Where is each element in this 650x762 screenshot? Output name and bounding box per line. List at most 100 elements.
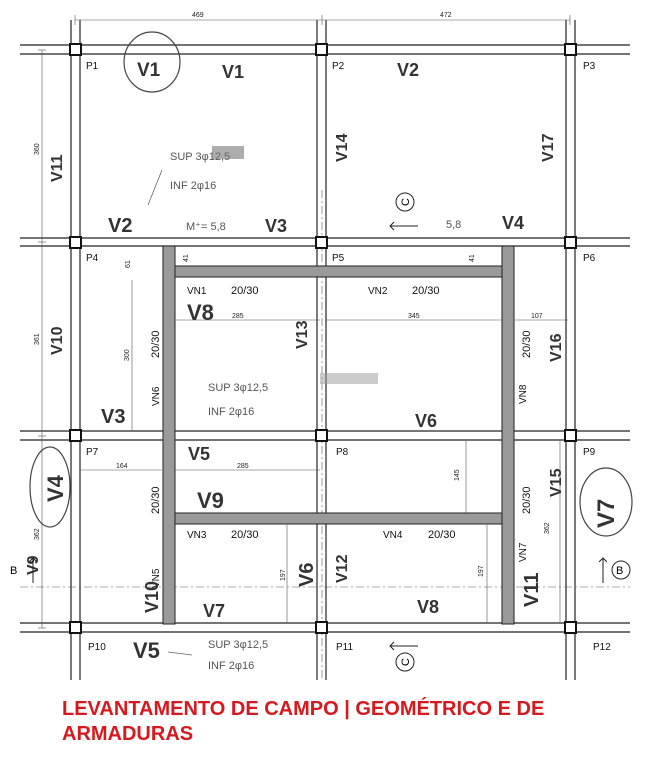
hand-v5: V5 xyxy=(188,444,210,464)
hand-v3: V3 xyxy=(265,216,287,236)
pillar-p4 xyxy=(69,236,82,249)
beam-vn8: VN8 xyxy=(518,384,529,404)
hand-v12: V12 xyxy=(334,554,351,583)
hand-v7: V7 xyxy=(593,499,620,528)
dim-top-right: 472 xyxy=(440,12,452,19)
pillar-p3 xyxy=(564,43,577,56)
dim-285b: 285 xyxy=(237,463,249,470)
pillar-p1 xyxy=(69,43,82,56)
beam-vn5: VN5 xyxy=(151,568,162,588)
scribble xyxy=(212,146,244,159)
pillar-p9 xyxy=(564,429,577,442)
pillar-p12 xyxy=(564,621,577,634)
pillar-p5 xyxy=(315,236,328,249)
dim-61: 61 xyxy=(125,260,132,268)
dim-362-right: 362 xyxy=(544,522,551,534)
rebar-sup: SUP 3φ12,5 xyxy=(208,639,268,651)
rebar-sup: SUP 3φ12,5 xyxy=(208,382,268,394)
hand-v9: V9 xyxy=(197,488,224,513)
hand-v10: V10 xyxy=(49,326,66,355)
circle-mark xyxy=(29,446,71,528)
beam-vn5-section: 20/30 xyxy=(150,486,162,514)
dim-197: 197 xyxy=(478,565,485,577)
pillar-label: P2 xyxy=(332,61,345,72)
rebar-inf: INF 2φ16 xyxy=(170,180,216,192)
hand-v4: V4 xyxy=(502,213,524,233)
beam-vn8-section: 20/30 xyxy=(521,330,533,358)
hand-v11: V11 xyxy=(49,154,66,182)
dim-300: 300 xyxy=(124,349,131,361)
beam-labels: VN1 20/30 VN2 20/30 VN3 20/30 VN4 20/30 … xyxy=(150,285,533,588)
dim-41: 41 xyxy=(469,254,476,262)
moment-note: M⁺= 5,8 xyxy=(186,221,226,233)
caption-title: LEVANTAMENTO DE CAMPO | GEOMÉTRICO E DE … xyxy=(62,698,545,745)
hand-v17: V17 xyxy=(540,133,557,162)
section-letter: C xyxy=(400,658,412,666)
dim-197: 197 xyxy=(280,569,287,581)
pillar-label: P9 xyxy=(583,447,596,458)
dim-107: 107 xyxy=(531,313,543,320)
hand-v3: V3 xyxy=(101,406,125,428)
circle-mark xyxy=(123,31,181,93)
floor-plan: P1 P2 P3 P4 P5 P6 P7 P8 P9 P10 P11 P12 4… xyxy=(10,12,633,680)
rebar-inf: INF 2φ16 xyxy=(208,660,254,672)
hand-v2: V2 xyxy=(108,215,132,237)
beam-vn1: VN1 xyxy=(187,286,207,297)
pillar-label: P1 xyxy=(86,61,99,72)
section-letter: B xyxy=(10,565,17,577)
beam-vn6: VN6 xyxy=(151,386,162,406)
hand-v11: V11 xyxy=(521,573,543,607)
section-mark-letters: C C B B xyxy=(10,198,623,666)
beam-vn4: VN4 xyxy=(383,530,403,541)
pillar-label: P3 xyxy=(583,61,596,72)
pillar-p11 xyxy=(315,621,328,634)
pillar-label: P4 xyxy=(86,253,99,264)
beam-vn2: VN2 xyxy=(368,286,388,297)
dim-left-bot: 362 xyxy=(34,528,41,540)
pillar-p10 xyxy=(69,621,82,634)
section-mark-c-bottom xyxy=(395,652,415,672)
pillar-label: P7 xyxy=(86,447,99,458)
hand-v6: V6 xyxy=(415,411,437,431)
hand-v16: V16 xyxy=(548,333,565,362)
hand-v4: V4 xyxy=(43,474,68,502)
hand-v6: V6 xyxy=(296,563,318,587)
new-beams xyxy=(162,245,515,625)
section-marks xyxy=(28,192,631,672)
pillar-label: P8 xyxy=(336,447,349,458)
pillar-label: P11 xyxy=(336,642,353,653)
pillars xyxy=(69,43,577,634)
section-letter: C xyxy=(400,198,412,206)
beam-vn7: VN7 xyxy=(518,542,529,562)
dim-145: 145 xyxy=(454,469,461,481)
section-mark-c-top xyxy=(395,192,415,212)
hand-v8: V8 xyxy=(417,597,439,617)
pillar-p6 xyxy=(564,236,577,249)
beam-vn3-section: 20/30 xyxy=(231,529,259,541)
pillar-label: P6 xyxy=(583,253,596,264)
hand-v8: V8 xyxy=(187,300,214,325)
circle-mark xyxy=(579,467,633,537)
hand-v15: V15 xyxy=(548,468,565,497)
dim-164: 164 xyxy=(116,463,128,470)
beam-vn1-section: 20/30 xyxy=(231,285,259,297)
handwritten-notes: V1 V1 V2 V2 V3 V3 V4 V4 V5 V5 V6 V6 V7 V… xyxy=(25,31,633,672)
pillar-label: P10 xyxy=(88,642,106,653)
moment-note: 5,8 xyxy=(446,219,461,231)
pillar-labels: P1 P2 P3 P4 P5 P6 P7 P8 P9 P10 P11 P12 xyxy=(86,61,611,653)
dim-41: 41 xyxy=(183,254,190,262)
hand-v13: V13 xyxy=(294,320,311,349)
dim-left-top: 360 xyxy=(34,143,41,155)
beam-vn4-section: 20/30 xyxy=(428,529,456,541)
hand-v5: V5 xyxy=(133,638,160,663)
dimension-texts: 469 472 360 361 362 61 41 41 285 345 107… xyxy=(34,12,551,581)
dim-left-mid: 361 xyxy=(34,333,41,345)
pillar-p8 xyxy=(315,429,328,442)
beam-vn2-section: 20/30 xyxy=(412,285,440,297)
beam-vn7-section: 20/30 xyxy=(521,486,533,514)
beam-vn6-section: 20/30 xyxy=(150,330,162,358)
hand-v7: V7 xyxy=(203,601,225,621)
dim-345: 345 xyxy=(408,313,420,320)
scribble xyxy=(320,373,378,384)
hand-v14: V14 xyxy=(334,133,351,162)
